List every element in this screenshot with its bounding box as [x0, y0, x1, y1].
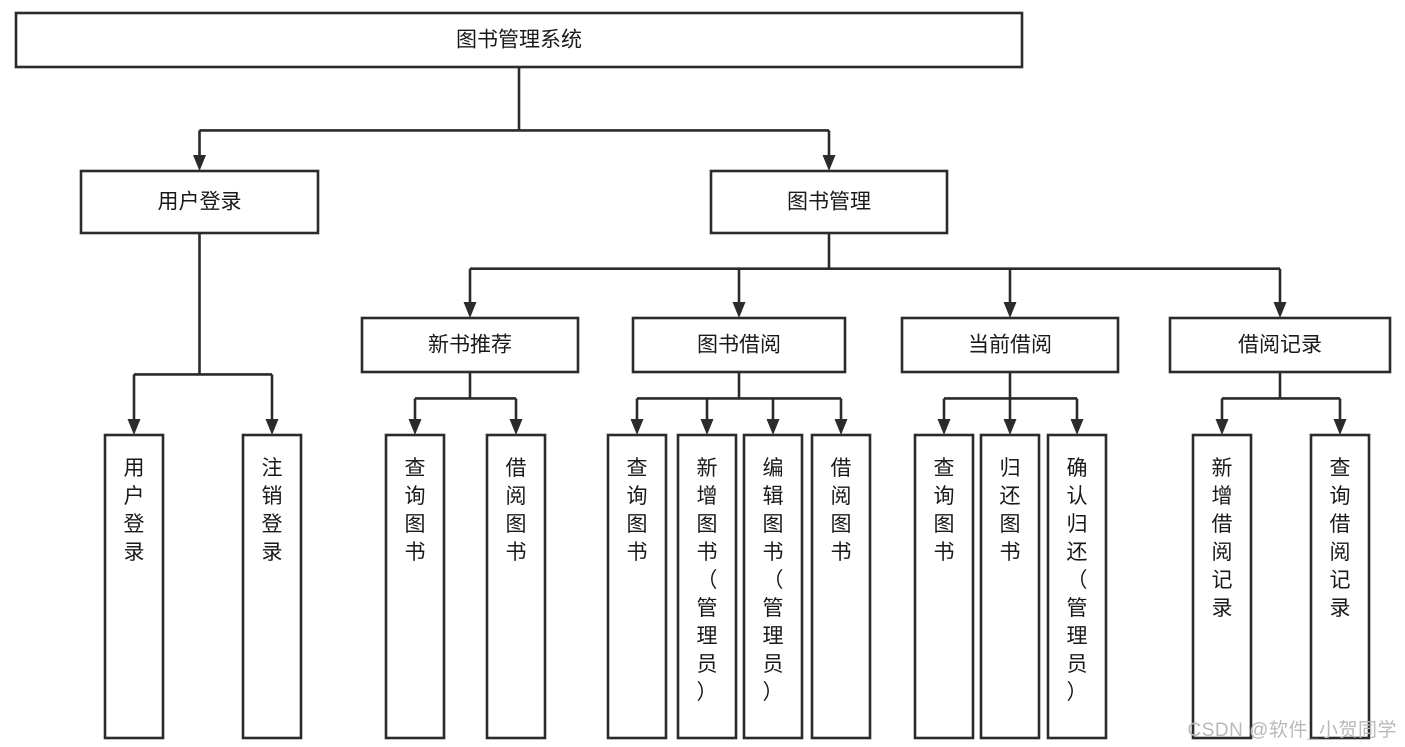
node-new-book-recommend[interactable]: 新书推荐 [360, 316, 580, 374]
node-box [742, 433, 804, 740]
node-box [360, 316, 580, 374]
node-box [485, 433, 547, 740]
node-box [241, 433, 303, 740]
node-box [709, 169, 949, 235]
node-leaf-confirm-return[interactable]: 确认归还（管理员） [1046, 433, 1108, 740]
node-label: 查询图书 [627, 457, 648, 564]
node-label: 注销登录 [262, 457, 283, 564]
node-box [384, 433, 446, 740]
node-label: 新增图书（管理员） [697, 457, 718, 704]
node-leaf-add-borrow-record[interactable]: 新增借阅记录 [1191, 433, 1253, 740]
node-label: 确认归还（管理员） [1067, 457, 1088, 704]
node-box [900, 316, 1120, 374]
node-label: 查询图书 [934, 457, 955, 564]
node-label: 用户登录 [158, 191, 242, 214]
node-root[interactable]: 图书管理系统 [14, 11, 1024, 69]
node-leaf-logout-login[interactable]: 注销登录 [241, 433, 303, 740]
node-label: 当前借阅 [968, 334, 1052, 357]
node-box [913, 433, 975, 740]
node-leaf-query-book-2[interactable]: 查询图书 [606, 433, 668, 740]
node-label: 查询图书 [405, 457, 426, 564]
node-box [14, 11, 1024, 69]
node-label: 借阅图书 [506, 457, 527, 564]
node-box [79, 169, 320, 235]
node-leaf-borrow-book-1[interactable]: 借阅图书 [485, 433, 547, 740]
node-label: 用户登录 [124, 457, 145, 564]
edges-layer [127, 67, 1347, 435]
node-leaf-return-book[interactable]: 归还图书 [979, 433, 1041, 740]
node-box [810, 433, 872, 740]
node-label: 图书借阅 [697, 334, 781, 357]
node-box [676, 433, 738, 740]
node-book-borrow[interactable]: 图书借阅 [631, 316, 847, 374]
node-leaf-add-book[interactable]: 新增图书（管理员） [676, 433, 738, 740]
node-leaf-edit-book[interactable]: 编辑图书（管理员） [742, 433, 804, 740]
node-label: 查询借阅记录 [1330, 457, 1351, 620]
node-leaf-user-login[interactable]: 用户登录 [103, 433, 165, 740]
node-label: 图书管理 [787, 191, 871, 214]
node-user-login[interactable]: 用户登录 [79, 169, 320, 235]
node-box [1046, 433, 1108, 740]
node-box [1309, 433, 1371, 740]
node-box [1191, 433, 1253, 740]
node-leaf-query-book-3[interactable]: 查询图书 [913, 433, 975, 740]
node-label: 借阅图书 [831, 457, 852, 564]
node-box [1168, 316, 1392, 374]
node-box [979, 433, 1041, 740]
node-book-management[interactable]: 图书管理 [709, 169, 949, 235]
node-label: 归还图书 [1000, 457, 1021, 564]
node-current-borrow[interactable]: 当前借阅 [900, 316, 1120, 374]
node-label: 新书推荐 [428, 334, 512, 357]
node-leaf-query-borrow-record[interactable]: 查询借阅记录 [1309, 433, 1371, 740]
node-leaf-query-book-1[interactable]: 查询图书 [384, 433, 446, 740]
node-box [103, 433, 165, 740]
node-label: 新增借阅记录 [1212, 457, 1233, 620]
node-borrow-record[interactable]: 借阅记录 [1168, 316, 1392, 374]
node-box [606, 433, 668, 740]
node-label: 图书管理系统 [456, 29, 582, 52]
node-box [631, 316, 847, 374]
node-label: 借阅记录 [1238, 334, 1322, 357]
nodes-layer: 图书管理系统用户登录图书管理新书推荐图书借阅当前借阅借阅记录用户登录注销登录查询… [14, 11, 1392, 740]
node-label: 编辑图书（管理员） [763, 457, 784, 704]
node-leaf-borrow-book-2[interactable]: 借阅图书 [810, 433, 872, 740]
